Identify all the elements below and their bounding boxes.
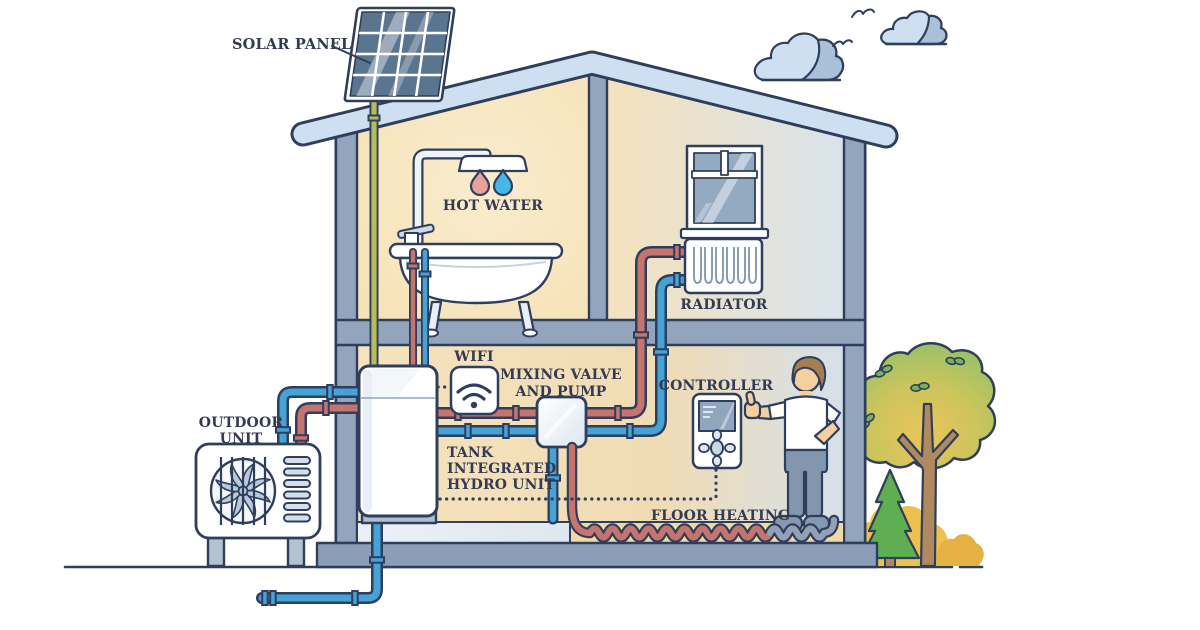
radiator (683, 237, 764, 295)
controller (691, 392, 743, 470)
radiator-label: RADIATOR (680, 297, 767, 313)
tank-label-line2: INTEGRATED (447, 461, 556, 477)
solar-leader-line (331, 45, 371, 64)
sky (753, 8, 948, 82)
floor-heating-label: FLOOR HEATING (651, 508, 790, 524)
wifi-label: WIFI (453, 349, 494, 365)
tank-label-line1: TANK (447, 445, 494, 461)
wifi-icon (456, 383, 492, 409)
wifi-module (449, 365, 500, 416)
cloud-icon (753, 32, 845, 82)
shower-head (457, 154, 529, 173)
foundation (315, 541, 879, 569)
control-wires (436, 385, 718, 501)
fan-grille (219, 457, 267, 525)
pipe-couplings (261, 244, 681, 606)
solar-panel (343, 6, 456, 377)
pipes (256, 244, 690, 606)
window (679, 144, 770, 240)
outdoor-unit-label-line1: OUTDOOR (199, 415, 284, 431)
pine-tree (859, 468, 921, 568)
person-pants (783, 448, 829, 519)
hot-drop-icon (469, 168, 491, 197)
mixing-valve-label-line2: AND PUMP (514, 384, 606, 400)
tree (852, 342, 997, 568)
bird-icon (832, 39, 853, 47)
cold-drop-icon (492, 168, 514, 197)
hot-water-label: HOT WATER (443, 198, 543, 214)
shower (412, 148, 529, 252)
solar-panel-label: SOLAR PANEL (232, 36, 351, 53)
floor-heating-coil (566, 441, 840, 543)
bush (936, 534, 984, 566)
tank-label-line3: HYDRO UNIT (447, 477, 555, 493)
outdoor-unit (194, 442, 322, 568)
vegetation (850, 342, 997, 568)
labels: SOLAR PANEL HOT WATER RADIATOR WIFI MIXI… (199, 36, 790, 524)
cloud-icon (880, 10, 948, 46)
window-sill (679, 227, 770, 240)
vents (283, 456, 311, 523)
bird-icon (851, 8, 875, 18)
person (743, 356, 842, 533)
person-hair (791, 356, 827, 391)
outdoor-unit-label-line2: UNIT (220, 431, 263, 447)
controller-label: CONTROLLER (659, 378, 774, 394)
mixing-valve-label-line1: MIXING VALVE (500, 367, 622, 383)
tank-integrated-hydro-unit (357, 364, 439, 525)
wall-middle (587, 68, 609, 324)
mixing-valve-and-pump (535, 395, 588, 449)
